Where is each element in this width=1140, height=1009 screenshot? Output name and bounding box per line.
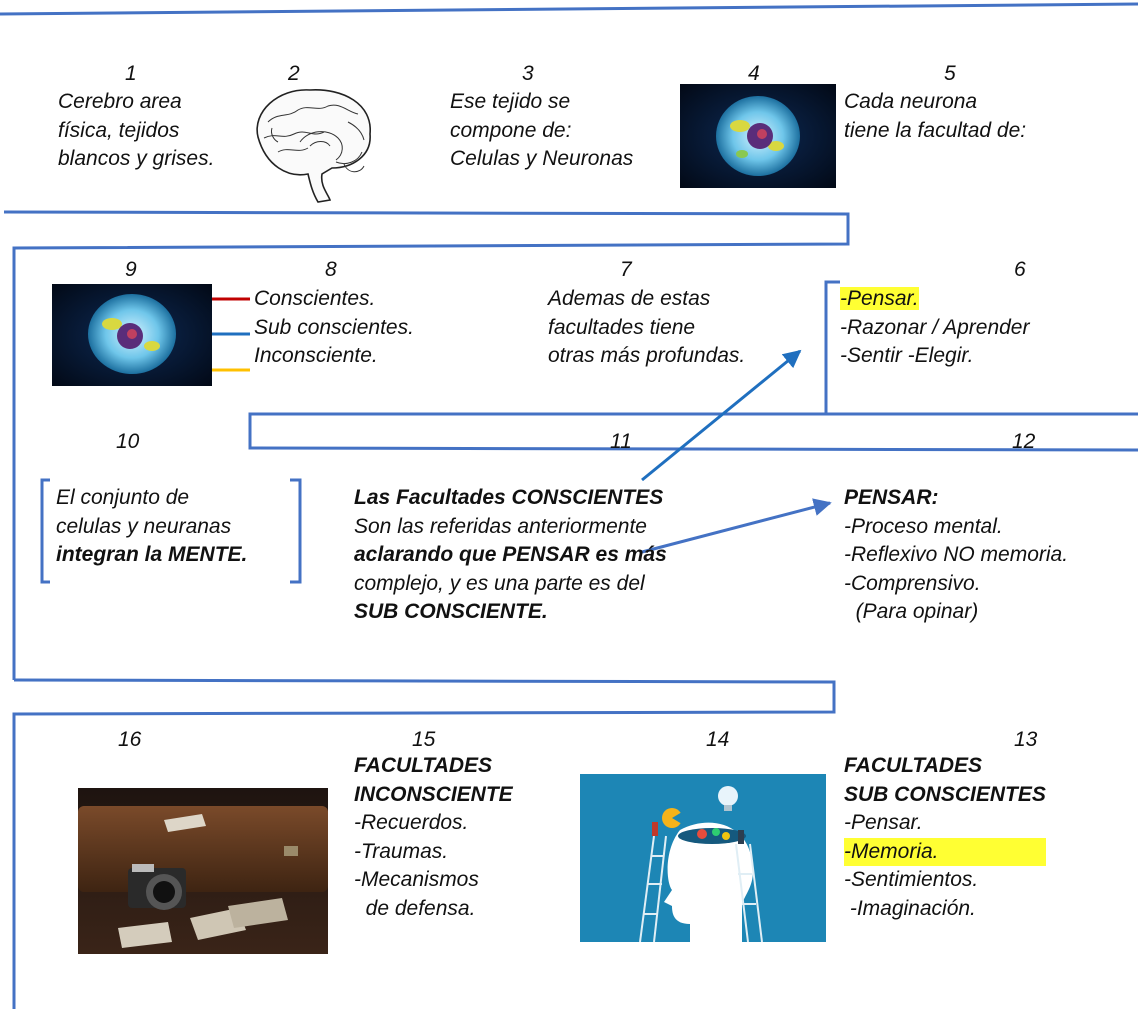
step-1-line: Cerebro area [58, 90, 182, 113]
step-13-highlighted-line: -Memoria. [844, 837, 1046, 866]
step-1-text: Cerebro area física, tejidos blancos y g… [58, 88, 214, 174]
step-12-line: (Para opinar) [844, 600, 979, 623]
step-15-bold-line: FACULTADES [354, 754, 493, 777]
step-15-line: -Mecanismos [354, 868, 479, 891]
step-7-line: Ademas de estas [548, 287, 711, 310]
step-7-text: Ademas de estas facultades tiene otras m… [548, 285, 745, 371]
step-11-bold-line: Las Facultades CONSCIENTES [354, 486, 664, 509]
arrow-11-to-7 [641, 349, 802, 482]
bracket-step-6 [824, 280, 840, 416]
step-1-line: física, tejidos [58, 118, 180, 142]
step-5-line: Cada neurona [844, 90, 978, 113]
step-8-line: Conscientes. [254, 287, 376, 310]
step-6-text: -Pensar. -Razonar / Aprender -Sentir -El… [840, 285, 1029, 371]
neuron-cell-image [680, 84, 836, 188]
step-3-line: Ese tejido se [450, 90, 571, 113]
step-11-line: complejo, y es una parte es del [354, 571, 645, 595]
step-12-line: -Reflexivo NO memoria. [844, 543, 1069, 566]
step-2-number: 2 [288, 62, 300, 85]
step-7-line: otras más profundas. [548, 344, 746, 367]
step-11-line: Son las referidas anteriormente [354, 514, 647, 538]
step-12-bold-line: PENSAR: [844, 486, 939, 509]
step-7-line: facultades tiene [548, 315, 696, 339]
step-10-line: El conjunto de [56, 486, 190, 509]
frame-connector-1 [3, 210, 850, 680]
step-16-number: 16 [118, 728, 142, 751]
step-10-number: 10 [116, 430, 140, 453]
step-5-line: tiene la facultad de: [844, 118, 1027, 142]
step-15-bold-line: INCONSCIENTE [354, 782, 513, 806]
step-11-bold-line: SUB CONSCIENTE. [354, 600, 548, 623]
step-15-number: 15 [412, 728, 436, 751]
step-11-bold-line: aclarando que PENSAR es más [354, 543, 667, 566]
step-10-text: El conjunto de celulas y neuranas integr… [56, 484, 247, 570]
step-8-number: 8 [325, 258, 337, 281]
step-8-line: Sub conscientes. [254, 315, 414, 339]
step-7-number: 7 [620, 258, 632, 281]
step-14-number: 14 [706, 728, 730, 751]
step-1-number: 1 [125, 62, 137, 85]
step-10-line: celulas y neuranas [56, 514, 232, 538]
step-10-bold-line: integran la MENTE. [56, 543, 248, 566]
step-11-text: Las Facultades CONSCIENTES Son las refer… [354, 484, 667, 627]
step-13-line: -Imaginación. [844, 896, 976, 920]
step-12-line: -Proceso mental. [844, 514, 1003, 538]
step-1-line: blancos y grises. [58, 147, 215, 170]
step-13-line: -Sentimientos. [844, 868, 979, 891]
step-15-line: -Traumas. [354, 839, 449, 863]
step-13-text: FACULTADES SUB CONSCIENTES -Pensar. -Mem… [844, 752, 1046, 923]
step-3-line: Celulas y Neuronas [450, 147, 634, 170]
step-4-number: 4 [748, 62, 760, 85]
step-5-text: Cada neurona tiene la facultad de: [844, 88, 1026, 145]
step-3-number: 3 [522, 62, 534, 85]
step-8-text: Conscientes. Sub conscientes. Inconscien… [254, 285, 414, 371]
step-13-bold-line: FACULTADES [844, 754, 983, 777]
step-8-line: Inconsciente. [254, 344, 378, 367]
step-9-number: 9 [125, 258, 137, 281]
step-12-text: PENSAR: -Proceso mental. -Reflexivo NO m… [844, 484, 1068, 627]
step-13-bold-line: SUB CONSCIENTES [844, 782, 1046, 806]
frame-top-line [0, 2, 1139, 16]
neuron-cell-image [52, 284, 212, 386]
brain-sketch-image [248, 82, 378, 204]
step-11-number: 11 [610, 430, 632, 453]
step-15-text: FACULTADES INCONSCIENTE -Recuerdos. -Tra… [354, 752, 513, 923]
step-6-highlighted-line: -Pensar. [840, 287, 919, 310]
step-6-line: -Sentir -Elegir. [840, 344, 974, 367]
bracket-step-10-left [40, 478, 50, 584]
arrow-11-to-12 [641, 498, 832, 554]
head-ideas-image [580, 774, 826, 942]
step-13-line: -Pensar. [844, 811, 923, 834]
step-6-line: -Razonar / Aprender [840, 315, 1030, 339]
step-13-number: 13 [1014, 728, 1038, 751]
step-15-line: -Recuerdos. [354, 811, 469, 834]
step-12-line: -Comprensivo. [844, 571, 981, 595]
step-15-line: de defensa. [354, 896, 476, 920]
step-3-line: compone de: [450, 118, 572, 142]
bracket-step-10-right [290, 478, 302, 584]
frame-connector-2 [248, 412, 1139, 452]
step-6-number: 6 [1014, 258, 1026, 281]
camera-photos-image [78, 788, 328, 954]
frame-connector-3 [12, 678, 836, 1009]
step-12-number: 12 [1012, 430, 1036, 453]
step-5-number: 5 [944, 62, 956, 85]
step-3-text: Ese tejido se compone de: Celulas y Neur… [450, 88, 633, 174]
